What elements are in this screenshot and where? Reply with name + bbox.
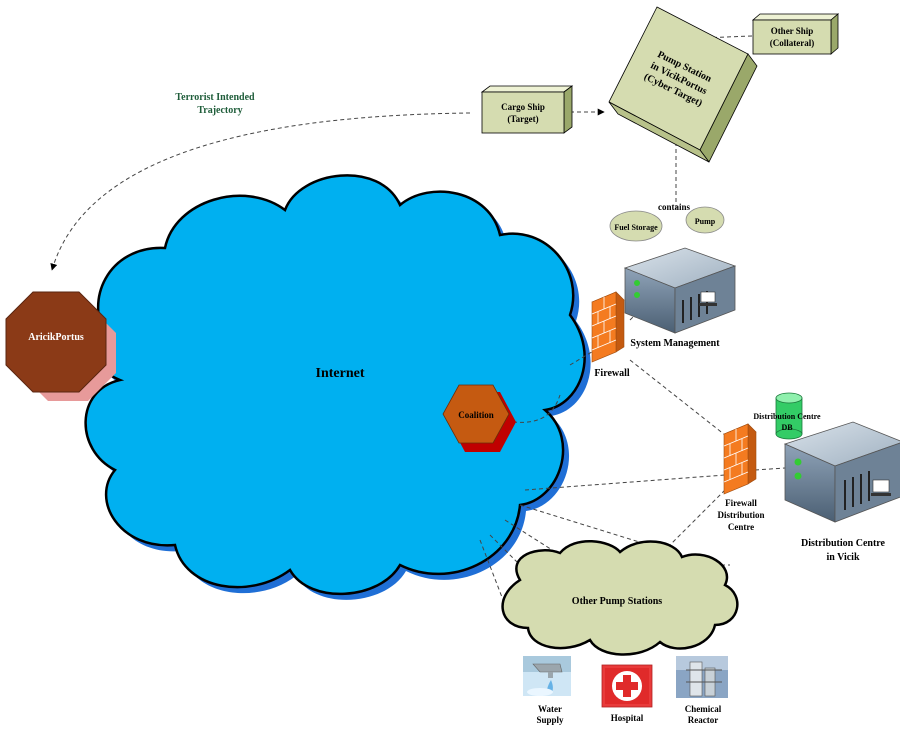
trajectory-label-line1: Terrorist Intended xyxy=(175,92,255,103)
contains-label: contains xyxy=(658,202,691,212)
other-ship-collateral-label: (Collateral) xyxy=(770,38,814,48)
internet-pump-link-2 xyxy=(504,519,561,556)
system-management-server-icon xyxy=(623,247,737,334)
database-icon xyxy=(775,392,803,440)
hospital-icon xyxy=(601,664,653,708)
coalition-link xyxy=(512,394,561,423)
trajectory-label-line2: Trajectory xyxy=(197,105,242,116)
other-ship-box: Other Ship (Collateral) xyxy=(751,13,840,55)
water-supply-label: Water xyxy=(538,704,562,714)
firewall-dc-label-3: Centre xyxy=(728,522,754,532)
firewall-icon xyxy=(591,291,625,363)
fuel-storage-label: Fuel Storage xyxy=(614,223,658,232)
pump-label: Pump xyxy=(695,217,716,226)
dc-firewall-server-link xyxy=(754,467,786,471)
cargo-ship-label: Cargo Ship xyxy=(501,102,545,112)
firewall-dc-label: Firewall xyxy=(725,498,757,508)
dc-db-label: Distribution Centre xyxy=(753,412,821,421)
aricik-portus-label: AricikPortus xyxy=(28,332,84,343)
internet-cloud xyxy=(84,174,586,596)
coalition-label: Coalition xyxy=(458,410,494,420)
firewall-label: Firewall xyxy=(594,368,630,379)
other-pump-stations-cloud: Other Pump Stations xyxy=(501,539,739,656)
dc-db-sub-label: DB xyxy=(781,423,793,432)
aricik-portus-node: AricikPortus xyxy=(5,291,116,401)
distribution-centre-server-icon xyxy=(783,421,900,523)
system-management-label: System Management xyxy=(630,338,720,349)
other-pump-stations-label: Other Pump Stations xyxy=(572,596,662,607)
hospital-label: Hospital xyxy=(611,713,644,723)
water-supply-label-2: Supply xyxy=(536,715,564,725)
fuel-storage-node xyxy=(609,210,663,242)
chemical-reactor-icon xyxy=(676,656,728,698)
internet-pump-link-3 xyxy=(489,534,521,566)
firewall-dc-icon xyxy=(723,423,757,495)
dc-vicik-label: Distribution Centre xyxy=(801,538,886,549)
chemical-reactor-label: Chemical xyxy=(685,704,722,714)
pump-node xyxy=(685,206,725,234)
dc-vicik-sub-label: in Vicik xyxy=(826,552,860,563)
internet-dc-firewall-link xyxy=(524,474,726,491)
pump-station-box: Pump Station in VicikPortus (Cyber Targe… xyxy=(608,6,758,163)
trajectory-label: Terrorist Intended Trajectory xyxy=(175,92,255,116)
other-ship-label: Other Ship xyxy=(771,26,814,36)
cargo-ship-target-label: (Target) xyxy=(507,114,538,124)
coalition-node: Coalition xyxy=(442,384,516,452)
water-supply-icon xyxy=(523,656,571,696)
dc-firewall-pump-link xyxy=(659,479,736,556)
chemical-reactor-label-2: Reactor xyxy=(688,715,718,725)
internet-pump-link-4 xyxy=(479,539,506,606)
firewall-dc-label-2: Distribution xyxy=(717,510,764,520)
internet-firewall-link xyxy=(569,349,596,366)
cargo-ship-box: Cargo Ship (Target) xyxy=(480,85,574,134)
internet-label: Internet xyxy=(316,366,365,381)
firewall-dc-firewall-link xyxy=(629,359,726,436)
trajectory-line xyxy=(50,112,471,271)
